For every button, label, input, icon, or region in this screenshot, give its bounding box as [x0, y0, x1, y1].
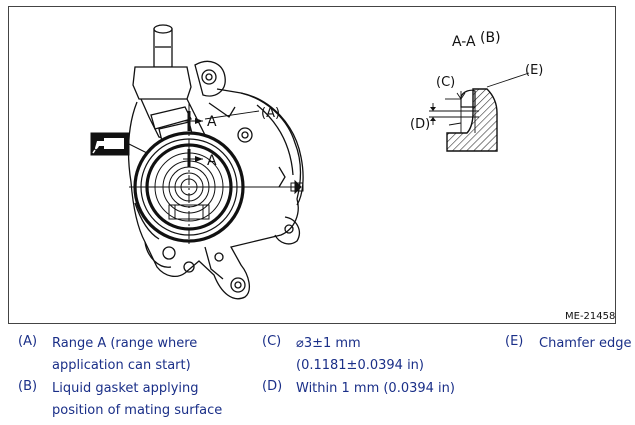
- legend-text-a-line2: application can start): [52, 358, 191, 373]
- legend-key-e: (E): [505, 334, 524, 349]
- legend-text-b-line2: position of mating surface: [52, 403, 223, 418]
- label-a-leader: [204, 110, 260, 120]
- legend-text-e-line1: Chamfer edge: [539, 336, 632, 351]
- legend-text-b-line1: Liquid gasket applying: [52, 381, 199, 396]
- legend-text-d-line1: Within 1 mm (0.0394 in): [296, 381, 455, 396]
- legend-key-a: (A): [18, 334, 38, 349]
- liquid-gasket-icon: [90, 132, 148, 156]
- diagram-figure: A A (A) A-A (B): [8, 6, 616, 324]
- legend-item-c: (C) ⌀3±1 mm (0.1181±0.0394 in): [262, 334, 472, 380]
- legend-key-d: (D): [262, 379, 283, 394]
- legend-text-c-line1: ⌀3±1 mm: [296, 336, 361, 351]
- legend-text-c-line2: (0.1181±0.0394 in): [296, 358, 424, 373]
- section-detail: [429, 72, 530, 152]
- legend: (A) Range A (range where application can…: [0, 330, 635, 425]
- section-title: A-A: [452, 34, 476, 50]
- label-d: (D): [410, 117, 430, 132]
- legend-text-a-line1: Range A (range where: [52, 336, 198, 351]
- label-e: (E): [525, 63, 543, 78]
- legend-item-e: (E) Chamfer edge: [505, 334, 633, 358]
- legend-key-b: (B): [18, 379, 38, 394]
- section-mark-a-upper: A: [207, 114, 217, 130]
- figure-id: ME-21458: [565, 311, 615, 322]
- legend-key-c: (C): [262, 334, 282, 349]
- vacuum-pump-illustration: A A (A) A-A (B): [90, 24, 615, 322]
- range-a-marks: [183, 111, 203, 167]
- section-mark-a-lower: A: [207, 153, 217, 169]
- label-a: (A): [261, 106, 280, 121]
- legend-item-a: (A) Range A (range where application can…: [18, 334, 228, 380]
- legend-item-d: (D) Within 1 mm (0.0394 in): [262, 379, 472, 403]
- legend-item-b: (B) Liquid gasket applying position of m…: [18, 379, 248, 425]
- section-ref-b: (B): [480, 30, 501, 46]
- label-c: (C): [436, 75, 455, 90]
